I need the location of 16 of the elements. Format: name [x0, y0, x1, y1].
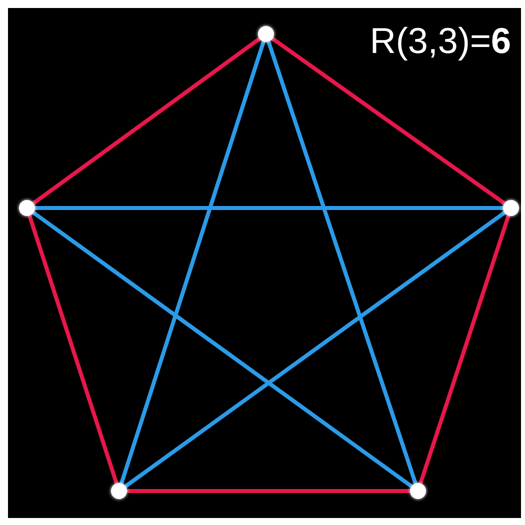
graph-edge [32, 37, 261, 205]
graph-edge [35, 206, 503, 210]
graph-edge [124, 211, 506, 488]
graph-edge [271, 37, 506, 205]
graph-edge [127, 489, 410, 493]
graph-edge [120, 41, 266, 484]
graph-edge [28, 215, 118, 484]
vertex-dot [19, 200, 35, 216]
graph-edge [418, 214, 510, 484]
vertex-dot [111, 483, 127, 499]
graph-edge [266, 40, 418, 484]
vertex-dot [258, 26, 274, 42]
ramsey-number-label: R(3,3)=6 [370, 20, 511, 62]
graph-edge [32, 211, 413, 488]
vertex-dot [503, 200, 519, 216]
vertex-dot [410, 483, 426, 499]
